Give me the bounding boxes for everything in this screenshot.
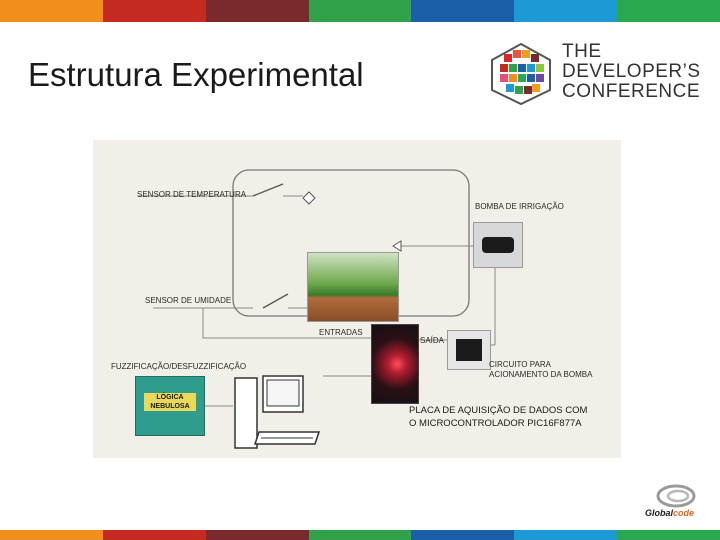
pump-body	[482, 237, 514, 253]
placa-line-1: PLACA DE AQUISIÇÃO DE DADOS COM	[409, 405, 588, 416]
stripe-segment	[0, 0, 103, 22]
experimental-diagram: LÓGICA NEBULOSA SENSOR DE TEMPERATURA SE…	[93, 140, 621, 458]
fuzzy-logic-box: LÓGICA NEBULOSA	[135, 376, 205, 436]
stripe-segment	[205, 530, 309, 540]
relay-image	[447, 330, 491, 370]
stripe-segment	[0, 530, 103, 540]
label-entradas: ENTRADAS	[319, 328, 363, 337]
stripe-segment	[205, 0, 309, 22]
logic-label: LÓGICA NEBULOSA	[144, 393, 196, 411]
brand-part-b: code	[673, 508, 695, 518]
stripe-segment	[514, 0, 618, 22]
top-color-stripe	[0, 0, 720, 22]
brand-part-a: Global	[645, 508, 674, 518]
slide-title: Estrutura Experimental	[28, 56, 364, 93]
logic-line-2: NEBULOSA	[150, 403, 190, 410]
logo-text: THE DEVELOPER’S CONFERENCE	[562, 42, 701, 102]
stripe-segment	[617, 530, 720, 540]
computer-icon	[234, 375, 321, 449]
logo-line: DEVELOPER’S	[562, 61, 701, 82]
stripe-segment	[308, 530, 412, 540]
logo-line: CONFERENCE	[562, 81, 701, 102]
stripe-segment	[514, 530, 618, 540]
cube-logo-icon	[491, 42, 551, 106]
stripe-segment	[411, 0, 515, 22]
circuito-line-1: CIRCUITO PARA	[489, 360, 551, 369]
stripe-segment	[308, 0, 412, 22]
logic-line-1: LÓGICA	[156, 394, 184, 401]
label-saida: SAÍDA	[420, 336, 445, 345]
label-placa: PLACA DE AQUISIÇÃO DE DADOS COM O MICROC…	[409, 404, 587, 430]
stripe-segment	[102, 530, 206, 540]
circuito-line-2: ACIONAMENTO DA BOMBA	[489, 370, 593, 379]
logo-line: THE	[562, 41, 602, 62]
label-sensor-temperatura: SENSOR DE TEMPERATURA	[137, 190, 247, 199]
pump-image	[473, 222, 523, 268]
globalcode-wordmark: Globalcode	[645, 508, 694, 518]
globalcode-swirl-icon	[656, 484, 696, 508]
relay-body	[456, 339, 482, 361]
board-photo	[371, 324, 419, 404]
stripe-segment	[617, 0, 720, 22]
plant-photo	[307, 252, 399, 322]
label-sensor-umidade: SENSOR DE UMIDADE	[145, 296, 232, 305]
conference-logo: THE DEVELOPER’S CONFERENCE	[486, 40, 700, 106]
placa-line-2: O MICROCONTROLADOR PIC16F877A	[409, 418, 582, 429]
bottom-color-stripe	[0, 530, 720, 540]
diagram-wiring	[138, 169, 496, 407]
stripe-segment	[102, 0, 206, 22]
label-fuzzificacao: FUZZIFICAÇÃO/DESFUZZIFICAÇÃO	[111, 362, 247, 371]
label-circuito: CIRCUITO PARA ACIONAMENTO DA BOMBA	[489, 360, 592, 380]
stripe-segment	[411, 530, 515, 540]
label-bomba-irrigacao: BOMBA DE IRRIGAÇÃO	[475, 202, 564, 211]
